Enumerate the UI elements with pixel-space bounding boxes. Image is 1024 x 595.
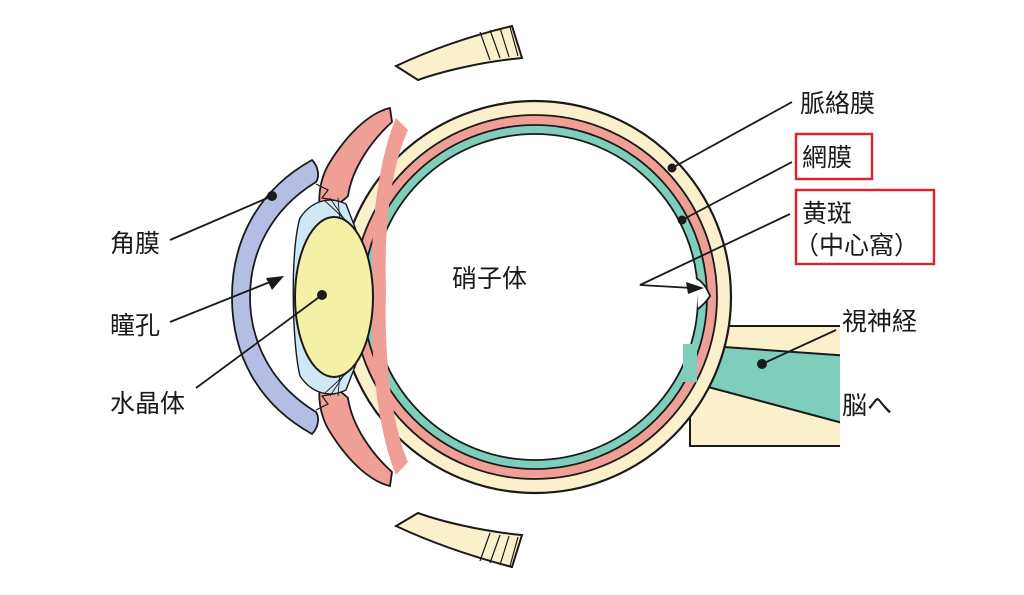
label-choroid: 脈絡膜 xyxy=(800,89,875,118)
retina-highlight-box xyxy=(794,132,874,181)
macula-arrow xyxy=(686,282,704,294)
choroid-dot xyxy=(667,163,677,173)
macula-leader xyxy=(639,213,791,289)
optic-nerve-leader xyxy=(761,329,837,365)
label-retina: 網膜 xyxy=(802,143,852,172)
macula-highlight-box xyxy=(794,188,936,266)
label-pupil: 瞳孔 xyxy=(110,311,160,340)
upper-eye-muscle xyxy=(393,24,524,82)
pupil-arrow xyxy=(266,276,284,290)
fovea-pit xyxy=(695,277,711,310)
pupil-leader xyxy=(169,281,271,323)
cornea-leader xyxy=(169,195,273,241)
label-lens: 水晶体 xyxy=(110,389,185,418)
choroid-leader xyxy=(671,101,793,169)
retina-dot xyxy=(677,215,687,225)
label-macula: 黄斑 xyxy=(802,199,852,228)
label-to-brain: 脳へ xyxy=(842,391,892,420)
lens-dot xyxy=(317,290,327,300)
retina-leader xyxy=(681,161,793,221)
lens-leader xyxy=(195,294,323,389)
cornea xyxy=(231,158,319,436)
label-fovea: （中心窩） xyxy=(794,231,919,260)
optic-nerve-dot xyxy=(757,359,767,369)
label-cornea: 角膜 xyxy=(110,229,160,258)
label-vitreous: 硝子体 xyxy=(452,264,527,293)
label-optic-nerve: 視神経 xyxy=(842,307,917,336)
lower-eye-muscle xyxy=(393,511,524,569)
cornea-dot xyxy=(267,191,277,201)
lens xyxy=(294,216,374,378)
vitreous-body xyxy=(371,133,699,461)
